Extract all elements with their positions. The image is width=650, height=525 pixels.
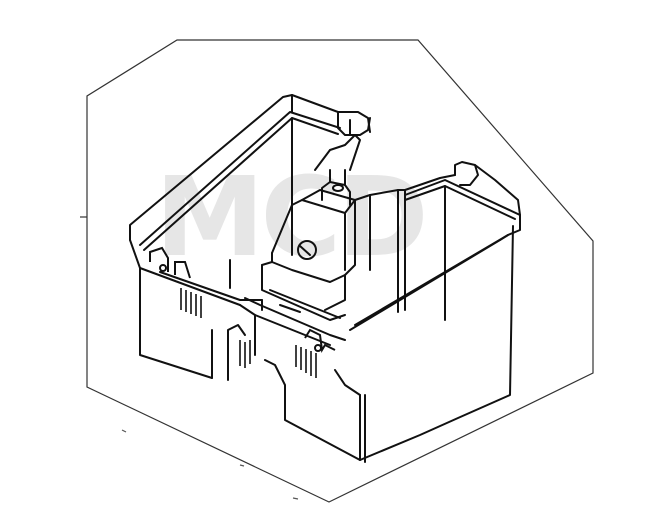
boundary-outline: [86, 39, 594, 503]
box-body: [129, 94, 521, 463]
left-tab: [149, 246, 191, 279]
vent-combs: [180, 288, 317, 378]
svg-text:MCD: MCD: [155, 153, 425, 281]
right-front-tab: [304, 328, 336, 353]
watermark: MCD: [155, 153, 429, 281]
scan-marks: [121, 429, 299, 500]
